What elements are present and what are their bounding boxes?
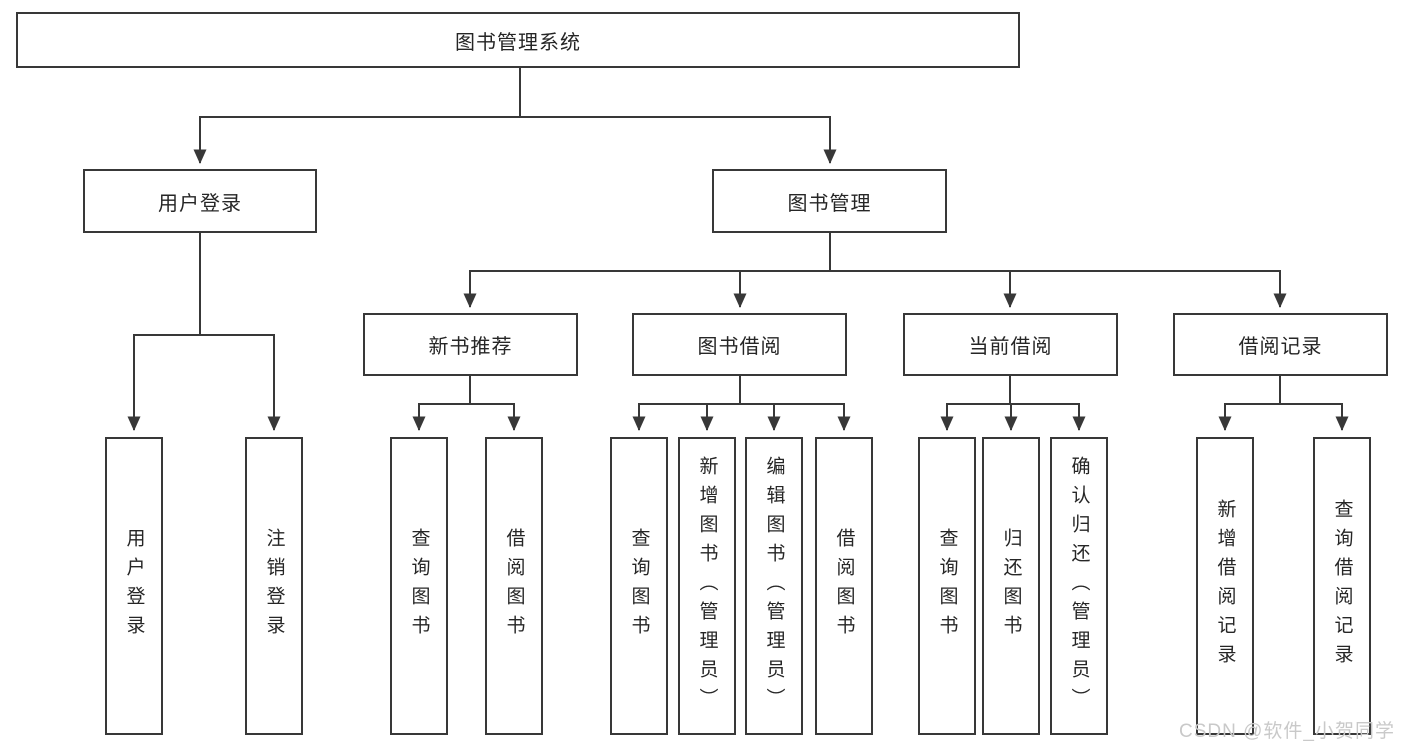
leaf-add-book-admin-label: 新增图书（管理员） xyxy=(696,455,718,717)
root-connectors xyxy=(193,68,837,164)
leaf-add-borrow-record: 新增借阅记录 xyxy=(1196,437,1254,735)
leaf-query-books-recommend: 查询图书 xyxy=(390,437,448,735)
leaf-borrow-books-recommend-label: 借阅图书 xyxy=(503,528,525,644)
node-current-borrow-label: 当前借阅 xyxy=(968,336,1053,358)
leaf-query-books-current: 查询图书 xyxy=(918,437,976,735)
csdn-watermark: CSDN @软件_小贺同学 xyxy=(1179,721,1395,742)
leaf-query-books-recommend-label: 查询图书 xyxy=(408,528,430,644)
leaf-return-book-label: 归还图书 xyxy=(1000,528,1022,644)
node-book-management-label: 图书管理 xyxy=(787,192,872,215)
leaf-logout-label: 注销登录 xyxy=(263,528,285,644)
node-user-login: 用户登录 xyxy=(83,169,317,233)
borrow-records-connectors xyxy=(1218,376,1349,431)
node-book-management: 图书管理 xyxy=(712,169,947,233)
leaf-user-login: 用户登录 xyxy=(105,437,163,735)
leaf-return-book: 归还图书 xyxy=(982,437,1040,735)
leaf-add-book-admin: 新增图书（管理员） xyxy=(678,437,736,735)
leaf-edit-book-admin: 编辑图书（管理员） xyxy=(745,437,803,735)
leaf-confirm-return-admin: 确认归还（管理员） xyxy=(1050,437,1108,735)
leaf-query-books-current-label: 查询图书 xyxy=(936,528,958,644)
current-borrow-connectors xyxy=(940,376,1086,431)
node-user-login-label: 用户登录 xyxy=(158,192,242,215)
leaf-borrow-books: 借阅图书 xyxy=(815,437,873,735)
leaf-borrow-books-label: 借阅图书 xyxy=(833,528,855,644)
node-new-book-recommend-label: 新书推荐 xyxy=(428,336,513,358)
new-book-recommend-connectors xyxy=(412,376,521,431)
node-new-book-recommend: 新书推荐 xyxy=(363,313,578,376)
user-login-connectors xyxy=(127,233,281,431)
leaf-user-login-label: 用户登录 xyxy=(123,528,145,644)
node-book-borrow: 图书借阅 xyxy=(632,313,847,376)
node-borrow-records: 借阅记录 xyxy=(1173,313,1388,376)
node-borrow-records-label: 借阅记录 xyxy=(1238,336,1323,358)
leaf-query-books-borrow: 查询图书 xyxy=(610,437,668,735)
leaf-borrow-books-recommend: 借阅图书 xyxy=(485,437,543,735)
leaf-edit-book-admin-label: 编辑图书（管理员） xyxy=(763,455,785,717)
leaf-confirm-return-admin-label: 确认归还（管理员） xyxy=(1068,455,1090,717)
node-book-borrow-label: 图书借阅 xyxy=(697,336,782,358)
leaf-query-books-borrow-label: 查询图书 xyxy=(628,528,650,644)
node-library-system: 图书管理系统 xyxy=(16,12,1020,68)
node-current-borrow: 当前借阅 xyxy=(903,313,1118,376)
node-library-system-label: 图书管理系统 xyxy=(455,31,581,54)
leaf-add-borrow-record-label: 新增借阅记录 xyxy=(1214,499,1236,673)
leaf-logout: 注销登录 xyxy=(245,437,303,735)
leaf-query-borrow-record-label: 查询借阅记录 xyxy=(1331,499,1353,673)
book-management-connectors xyxy=(463,233,1287,308)
book-borrow-connectors xyxy=(632,376,851,431)
leaf-query-borrow-record: 查询借阅记录 xyxy=(1313,437,1371,735)
